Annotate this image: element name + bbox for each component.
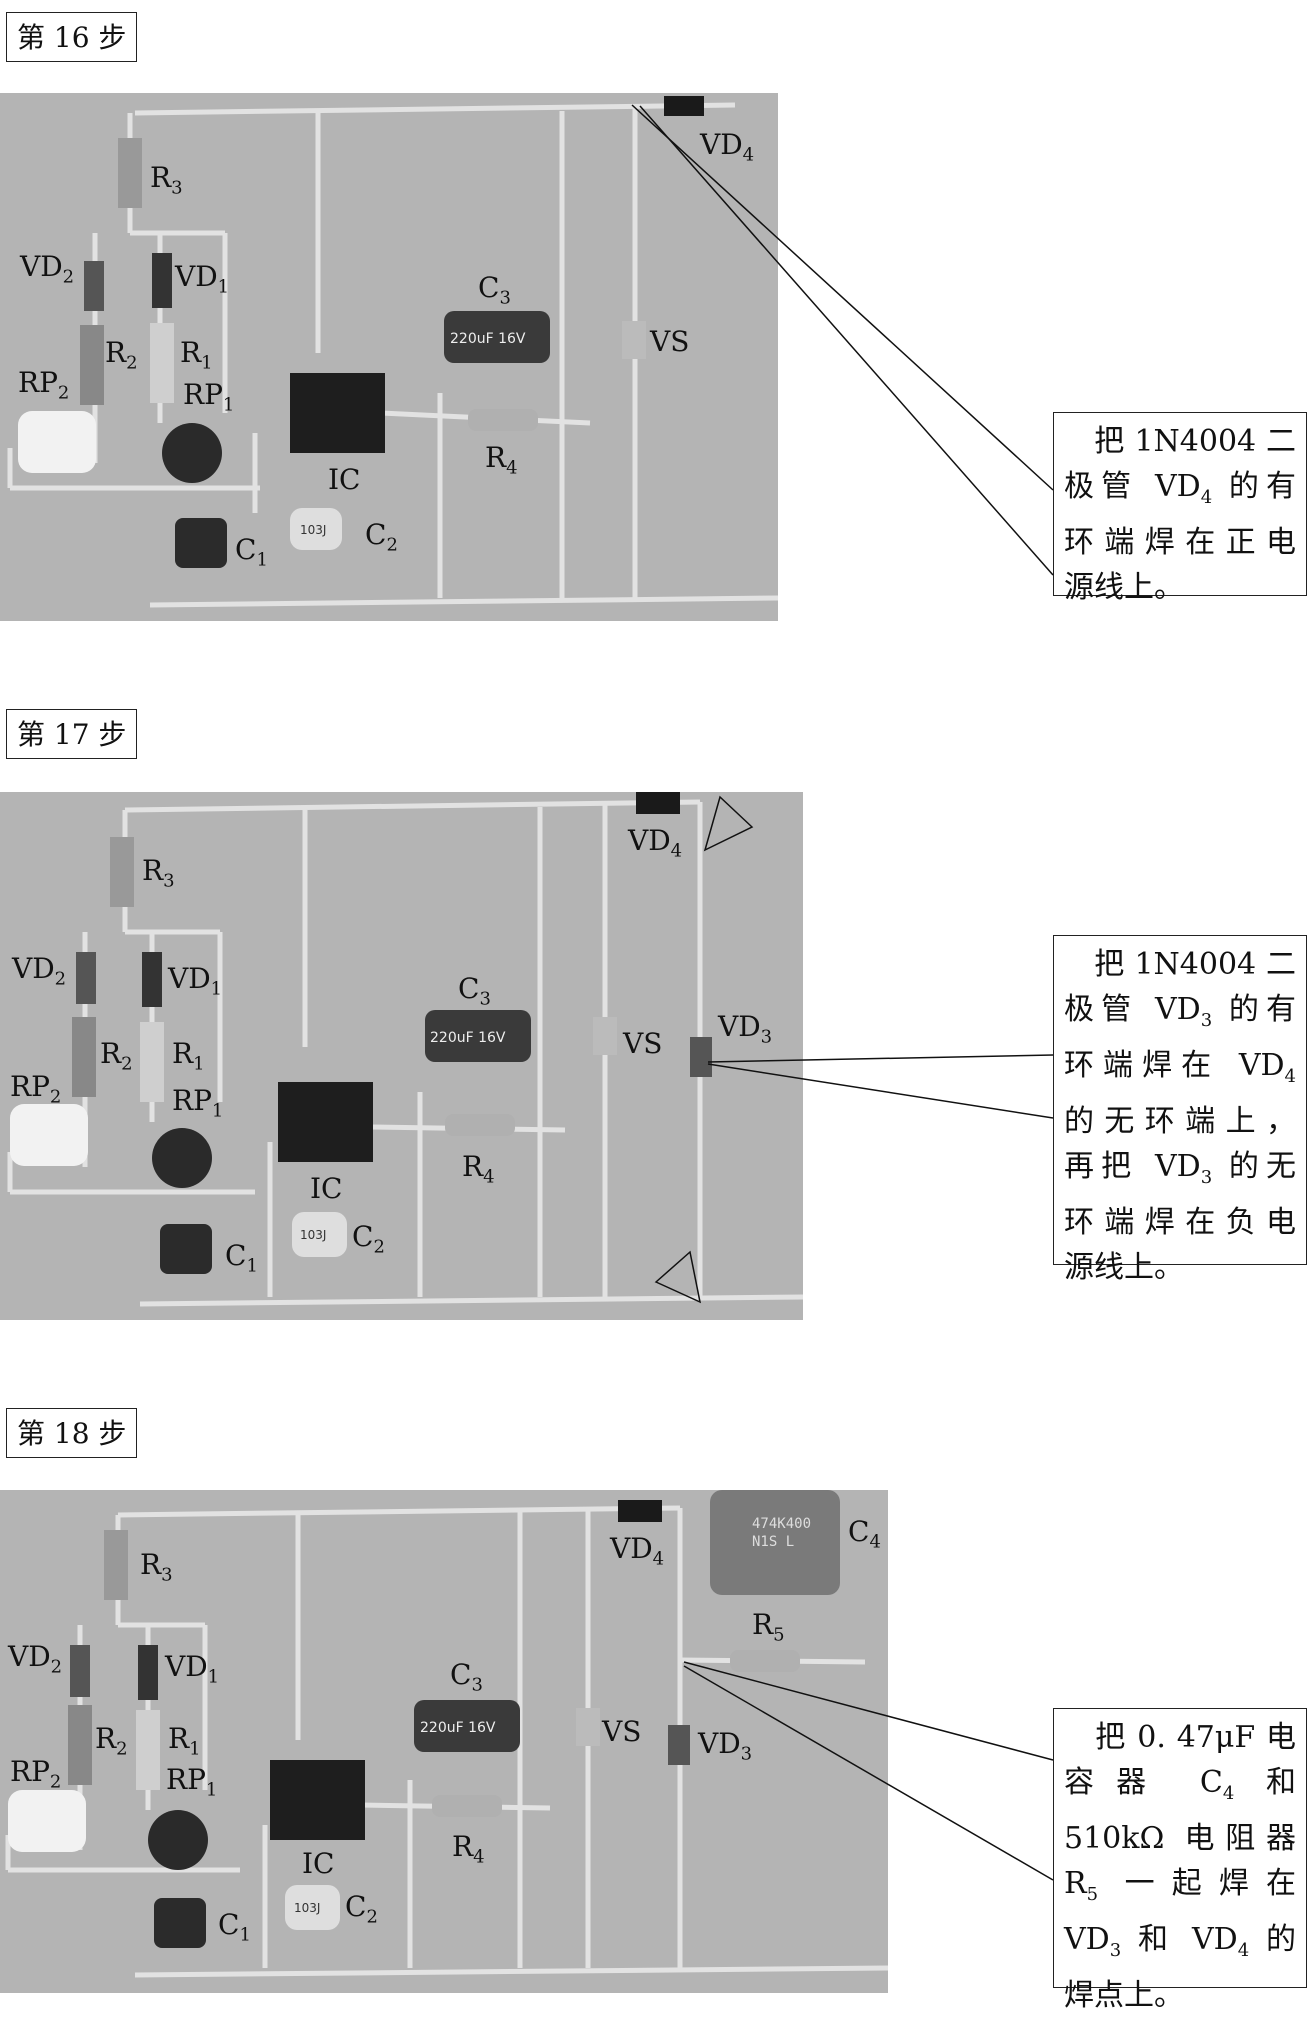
label-c1: C1 <box>235 533 268 571</box>
label-vs: VS <box>623 1027 663 1060</box>
step-17-circuit: 220uF 16V 103J <box>7 792 803 1307</box>
label-rp2: RP2 <box>18 366 70 404</box>
label-rp1: RP1 <box>172 1084 224 1122</box>
note-line: 环端焊在负电 <box>1064 1205 1296 1240</box>
label-rp2: RP2 <box>10 1070 62 1108</box>
label-vd1: VD1 <box>165 1650 220 1688</box>
note-line: 510kΩ 电阻器 <box>1064 1821 1296 1856</box>
rp2-body <box>18 411 96 473</box>
note-line: VD3 和 VD4 的 <box>1064 1922 1296 1961</box>
vd1-body <box>152 253 172 308</box>
c4-marking-2: N1S L <box>752 1534 794 1550</box>
r3-body <box>118 138 142 208</box>
note-line: 极管 VD4 的有 <box>1064 469 1296 508</box>
c2-marking: 103J <box>300 1228 326 1242</box>
step-16-photo: 220uF 16V 103J R3 VD2 VD1 R2 R1 RP2 RP1 … <box>0 93 778 621</box>
c3-body <box>444 311 550 363</box>
label-c2: C2 <box>345 1890 378 1928</box>
label-rp2: RP2 <box>10 1755 62 1793</box>
step-18-note: 把 0. 47μF 电 容器 C4 和 510kΩ 电阻器 R5 一起焊在 VD… <box>1053 1708 1307 2013</box>
step-18-label: 第 18 步 <box>6 1408 138 1458</box>
label-vd4: VD4 <box>628 824 683 862</box>
label-ic: IC <box>310 1172 343 1205</box>
note-line: 源线上。 <box>1064 570 1184 605</box>
c1-body <box>175 518 227 568</box>
c4-body <box>710 1490 840 1595</box>
label-vd4: VD4 <box>700 128 755 166</box>
label-vd3: VD3 <box>718 1010 773 1048</box>
label-c3: C3 <box>458 972 491 1010</box>
note-line: 把 1N4004 二 <box>1064 947 1296 982</box>
label-r2: R2 <box>100 1037 133 1075</box>
note-line: 再把 VD3 的无 <box>1064 1149 1296 1188</box>
note-line: 的无环端上， <box>1064 1104 1296 1139</box>
label-c1: C1 <box>218 1908 251 1946</box>
step-16-label: 第 16 步 <box>6 12 138 62</box>
label-r1: R1 <box>180 336 213 374</box>
step-17-label: 第 17 步 <box>6 709 138 759</box>
label-vd2: VD2 <box>12 952 67 990</box>
vd2-body <box>84 261 104 311</box>
note-line: 焊点上。 <box>1064 1978 1184 2013</box>
step-16-note: 把 1N4004 二 极管 VD4 的有 环端焊在正电 源线上。 <box>1053 412 1307 605</box>
step-18-photo: 220uF 16V 103J 474K400 N1S L R3 VD2 VD1 … <box>0 1490 888 1993</box>
ic-body <box>290 373 385 453</box>
label-vd1: VD1 <box>168 962 223 1000</box>
label-r5: R5 <box>752 1608 785 1646</box>
r2-body <box>80 325 104 405</box>
note-line: 源线上。 <box>1064 1250 1184 1285</box>
label-c2: C2 <box>352 1220 385 1258</box>
label-ic: IC <box>302 1847 335 1880</box>
label-vd2: VD2 <box>8 1640 63 1678</box>
label-rp1: RP1 <box>183 378 235 416</box>
r5-body <box>730 1650 800 1672</box>
c3-marking: 220uF 16V <box>430 1030 506 1046</box>
label-r3: R3 <box>140 1548 173 1586</box>
label-vs: VS <box>602 1715 642 1748</box>
label-r2: R2 <box>105 336 138 374</box>
label-r1: R1 <box>168 1722 201 1760</box>
r4-body <box>468 409 538 431</box>
label-r4: R4 <box>462 1150 495 1188</box>
label-c3: C3 <box>478 271 511 309</box>
vd4-body <box>664 96 704 116</box>
label-r1: R1 <box>172 1037 205 1075</box>
label-vd1: VD1 <box>175 260 230 298</box>
label-r2: R2 <box>95 1722 128 1760</box>
note-line: 容器 C4 和 <box>1064 1765 1296 1804</box>
note-line: 环端焊在 VD4 <box>1064 1048 1296 1087</box>
note-line: 极管 VD3 的有 <box>1064 992 1296 1031</box>
step-17-note: 把 1N4004 二 极管 VD3 的有 环端焊在 VD4 的无环端上， 再把 … <box>1053 935 1307 1285</box>
rp1-body <box>162 423 222 483</box>
vs-body <box>622 321 646 359</box>
label-c1: C1 <box>225 1239 258 1277</box>
label-c4: C4 <box>848 1515 881 1553</box>
note-line: 环端焊在正电 <box>1064 525 1296 560</box>
label-r4: R4 <box>452 1830 485 1868</box>
note-line: 把 0. 47μF 电 <box>1064 1720 1296 1755</box>
c3-marking: 220uF 16V <box>420 1720 496 1736</box>
c3-marking: 220uF 16V <box>450 331 526 347</box>
label-vd2: VD2 <box>20 250 75 288</box>
note-line: R5 一起焊在 <box>1064 1866 1296 1905</box>
c2-marking: 103J <box>294 1901 320 1915</box>
step-18-circuit: 220uF 16V 103J 474K400 N1S L <box>5 1490 888 1978</box>
label-r3: R3 <box>150 161 183 199</box>
label-vd4: VD4 <box>610 1532 665 1570</box>
label-rp1: RP1 <box>166 1763 218 1801</box>
label-c3: C3 <box>450 1658 483 1696</box>
note-line: 把 1N4004 二 <box>1064 424 1296 459</box>
r1-body <box>150 323 174 403</box>
c2-body <box>290 508 342 550</box>
label-r3: R3 <box>142 854 175 892</box>
label-vd3: VD3 <box>698 1727 753 1765</box>
label-vs: VS <box>650 325 690 358</box>
step-17-photo: 220uF 16V 103J R3 VD2 VD1 R2 R1 RP2 RP1 … <box>0 792 803 1320</box>
label-ic: IC <box>328 463 361 496</box>
c2-marking: 103J <box>300 523 326 537</box>
c4-marking-1: 474K400 <box>752 1516 811 1532</box>
label-r4: R4 <box>485 441 518 479</box>
label-c2: C2 <box>365 518 398 556</box>
